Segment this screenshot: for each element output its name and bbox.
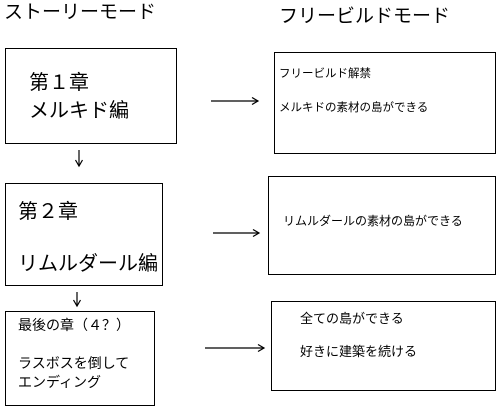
arrow-right-1: [211, 96, 260, 106]
final-chapter-title: 最後の章（４？）: [18, 318, 130, 334]
arrow-down-2: [72, 292, 82, 308]
final-chapter-line-2: ラスボスを倒して: [18, 356, 130, 372]
chapter-2-title: 第２章: [18, 199, 78, 223]
arrow-right-2: [213, 228, 261, 238]
arrow-down-1: [74, 150, 84, 168]
free-box-2: リムルダールの素材の島ができる: [268, 176, 496, 275]
story-mode-heading: ストーリーモード: [4, 1, 157, 23]
chapter-1-subtitle: メルキド編: [29, 98, 129, 122]
free-box-2-line-1: リムルダールの素材の島ができる: [283, 214, 463, 228]
chapter-2-subtitle: リムルダール編: [18, 251, 158, 275]
final-chapter-line-3: エンディング: [18, 375, 102, 391]
chapter-1-title: 第１章: [29, 70, 89, 94]
story-box-chapter-2: 第２章 リムルダール編: [5, 183, 163, 286]
story-box-chapter-1: 第１章 メルキド編: [5, 48, 177, 144]
free-box-3-line-2: 好きに建築を続ける: [300, 345, 418, 360]
free-build-mode-heading: フリービルドモード: [279, 5, 451, 27]
free-box-1-line-1: フリービルド解禁: [279, 66, 371, 80]
free-box-1-line-2: メルキドの素材の島ができる: [279, 100, 429, 114]
story-box-final-chapter: 最後の章（４？） ラスボスを倒して エンディング: [5, 311, 155, 406]
free-box-1: フリービルド解禁 メルキドの素材の島ができる: [274, 52, 496, 154]
arrow-right-3: [205, 343, 266, 353]
free-box-3-line-1: 全ての島ができる: [300, 312, 404, 327]
free-box-3: 全ての島ができる 好きに建築を続ける: [271, 301, 496, 391]
